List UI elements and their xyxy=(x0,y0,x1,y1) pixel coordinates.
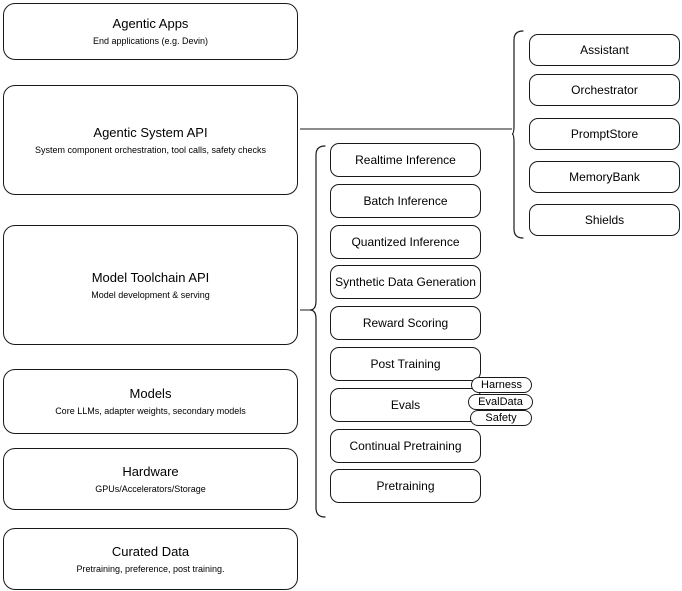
component-label: Evals xyxy=(390,398,421,412)
component-reward-scoring[interactable]: Reward Scoring xyxy=(330,306,481,340)
layer-agentic-apps[interactable]: Agentic Apps End applications (e.g. Devi… xyxy=(3,3,298,60)
layer-agentic-system-api[interactable]: Agentic System API System component orch… xyxy=(3,85,298,195)
component-batch-inference[interactable]: Batch Inference xyxy=(330,184,481,218)
evals-subcomponent-evaldata[interactable]: EvalData xyxy=(468,394,533,410)
component-realtime-inference[interactable]: Realtime Inference xyxy=(330,143,481,177)
component-label: Continual Pretraining xyxy=(349,439,462,453)
component-label: Reward Scoring xyxy=(362,316,449,330)
evals-subcomponent-label: Safety xyxy=(485,412,517,424)
component-label: Synthetic Data Generation xyxy=(335,275,476,289)
component-label: Assistant xyxy=(580,43,629,57)
component-pretraining[interactable]: Pretraining xyxy=(330,469,481,503)
component-memorybank[interactable]: MemoryBank xyxy=(529,161,680,193)
component-label: PromptStore xyxy=(570,127,639,141)
brace-agentic-system-components xyxy=(511,30,524,239)
layer-model-toolchain-api[interactable]: Model Toolchain API Model development & … xyxy=(3,225,298,345)
component-label: Batch Inference xyxy=(363,194,448,208)
layer-subtitle: Pretraining, preference, post training. xyxy=(76,563,225,574)
component-label: Post Training xyxy=(370,357,441,371)
layer-hardware[interactable]: Hardware GPUs/Accelerators/Storage xyxy=(3,448,298,510)
component-synthetic-data-generation[interactable]: Synthetic Data Generation xyxy=(330,265,481,299)
component-shields[interactable]: Shields xyxy=(529,204,680,236)
component-continual-pretraining[interactable]: Continual Pretraining xyxy=(330,429,481,463)
layer-title: Agentic System API xyxy=(93,124,208,140)
evals-subcomponent-harness[interactable]: Harness xyxy=(471,377,532,393)
component-assistant[interactable]: Assistant xyxy=(529,34,680,66)
layer-subtitle: End applications (e.g. Devin) xyxy=(92,36,209,46)
component-label: Shields xyxy=(584,213,625,227)
component-label: Quantized Inference xyxy=(351,235,460,249)
component-label: Realtime Inference xyxy=(355,153,456,167)
layer-curated-data[interactable]: Curated Data Pretraining, preference, po… xyxy=(3,528,298,590)
layer-subtitle: Core LLMs, adapter weights, secondary mo… xyxy=(55,406,246,416)
component-evals[interactable]: Evals xyxy=(330,388,481,422)
evals-subcomponent-label: EvalData xyxy=(478,396,523,408)
layer-title: Models xyxy=(129,386,172,401)
evals-subcomponent-safety[interactable]: Safety xyxy=(470,410,532,426)
component-label: Pretraining xyxy=(376,479,435,493)
component-quantized-inference[interactable]: Quantized Inference xyxy=(330,225,481,259)
brace-model-toolchain-components xyxy=(309,145,326,518)
component-promptstore[interactable]: PromptStore xyxy=(529,118,680,150)
layer-subtitle: System component orchestration, tool cal… xyxy=(34,144,267,155)
layer-models[interactable]: Models Core LLMs, adapter weights, secon… xyxy=(3,369,298,434)
component-label: MemoryBank xyxy=(569,170,640,184)
component-post-training[interactable]: Post Training xyxy=(330,347,481,381)
layer-subtitle: GPUs/Accelerators/Storage xyxy=(95,483,206,494)
layer-title: Hardware xyxy=(122,463,179,479)
layer-subtitle: Model development & serving xyxy=(91,289,210,300)
layer-title: Model Toolchain API xyxy=(91,269,210,285)
layer-title: Agentic Apps xyxy=(112,16,189,31)
component-orchestrator[interactable]: Orchestrator xyxy=(529,74,680,106)
layer-title: Curated Data xyxy=(111,543,190,559)
evals-subcomponent-label: Harness xyxy=(481,379,522,391)
component-label: Orchestrator xyxy=(571,83,638,97)
